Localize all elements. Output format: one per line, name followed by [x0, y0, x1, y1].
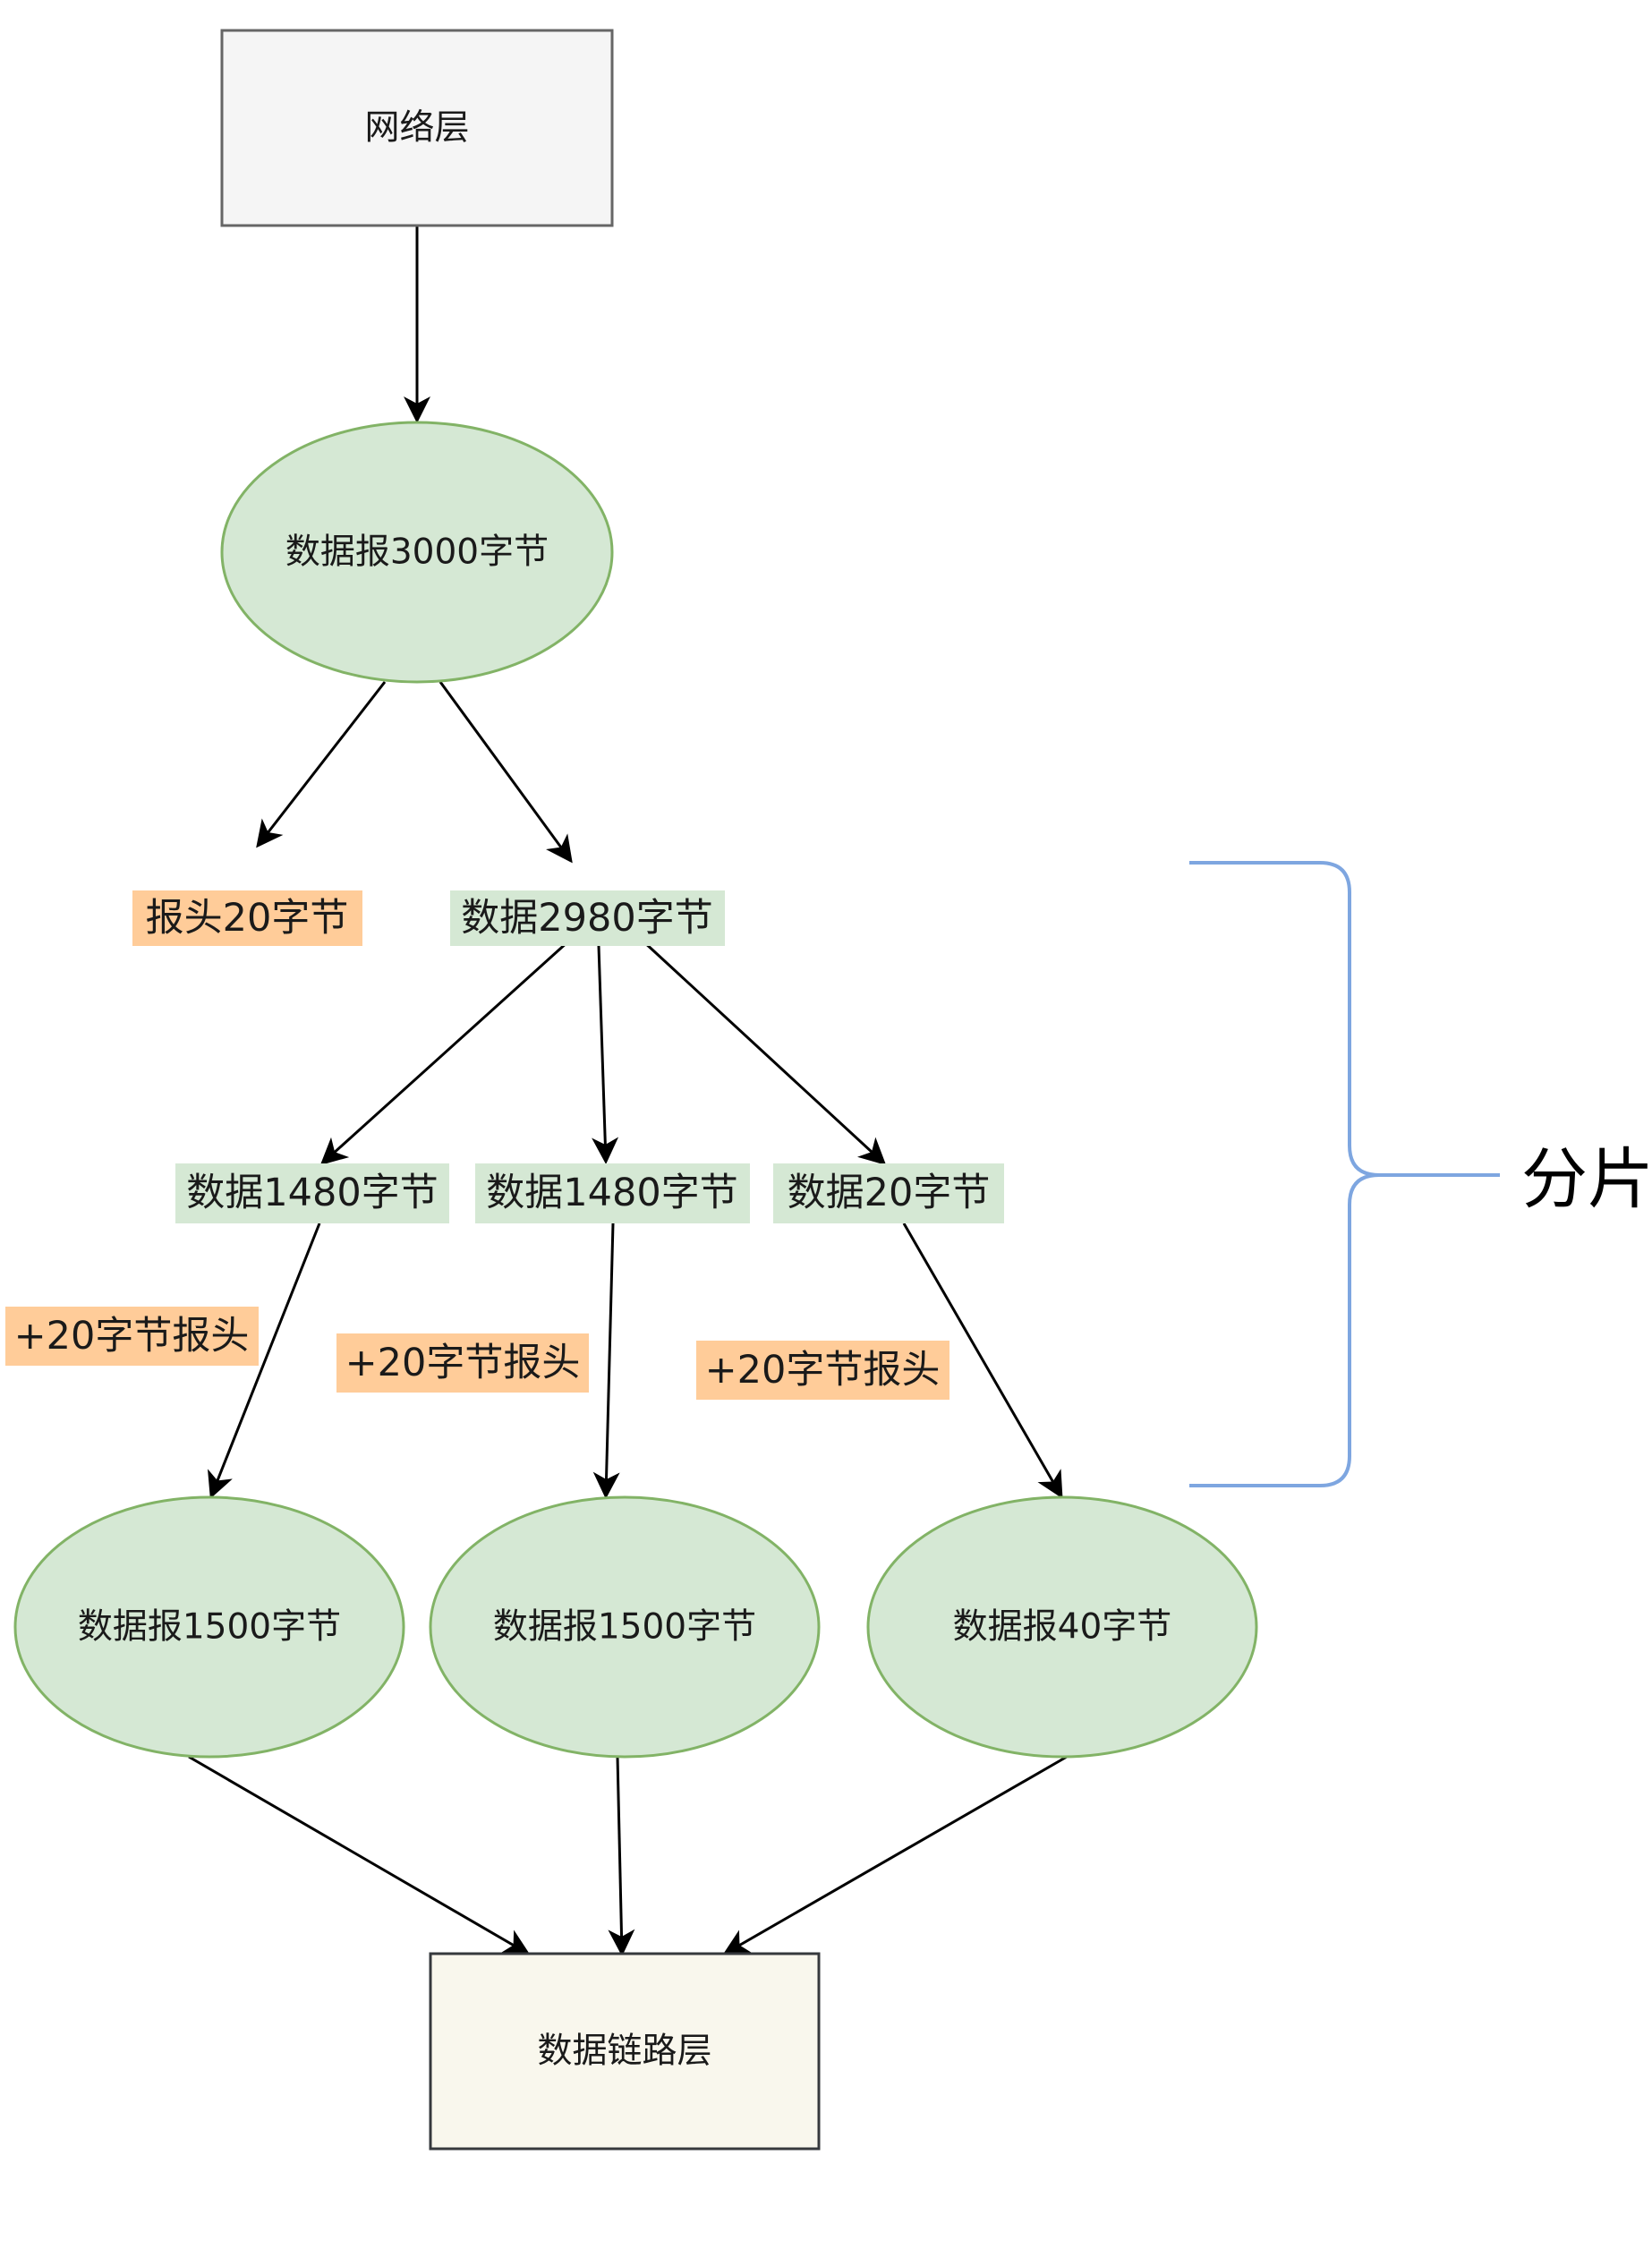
datagram-1500-b-label: 数据报1500字节: [493, 1607, 756, 1648]
datagram-40-node: 数据报40字节: [866, 1495, 1258, 1759]
edge-datagram40-to-datalink: [722, 1755, 1068, 1955]
edge-data20-to-datagram40: [902, 1222, 1063, 1499]
fragmentation-label: 分片: [1521, 1141, 1652, 1218]
add-header-b-label: +20字节报头: [345, 1341, 581, 1385]
edge-data1480a-to-datagram1500a: [208, 1222, 321, 1499]
add-header-c-label: +20字节报头: [705, 1348, 941, 1393]
edge-datagram-to-data2980: [439, 681, 573, 864]
add-header-b-node: +20字节报头: [336, 1333, 589, 1393]
header-20-node: 报头20字节: [132, 890, 362, 946]
datalink-layer-node: 数据链路层: [429, 1952, 821, 2151]
datagram-3000-node: 数据报3000字节: [220, 421, 614, 684]
edge-data2980-to-data1480b: [592, 945, 619, 1164]
data-20-node: 数据20字节: [773, 1163, 1004, 1223]
data-2980-node: 数据2980字节: [450, 890, 725, 946]
data-1480-a-node: 数据1480字节: [175, 1163, 449, 1223]
datalink-layer-label: 数据链路层: [537, 2032, 711, 2072]
datagram-1500-b-node: 数据报1500字节: [429, 1495, 821, 1759]
datagram-1500-a-node: 数据报1500字节: [13, 1495, 405, 1759]
edge-data2980-to-data1480a: [319, 940, 570, 1166]
edge-datagram1500a-to-datalink: [188, 1755, 531, 1955]
add-header-a-node: +20字节报头: [5, 1307, 259, 1366]
fragmentation-brace: [1189, 861, 1500, 1487]
edge-datagram-to-header: [256, 681, 387, 848]
data-1480-a-label: 数据1480字节: [186, 1171, 438, 1215]
network-layer-label: 网络层: [364, 108, 469, 149]
datagram-3000-label: 数据报3000字节: [285, 532, 549, 573]
add-header-c-node: +20字节报头: [696, 1341, 949, 1400]
add-header-a-label: +20字节报头: [14, 1314, 250, 1359]
edge-datagram1500b-to-datalink: [608, 1756, 635, 1956]
network-layer-node: 网络层: [220, 29, 614, 227]
edges: [188, 226, 1068, 1956]
datagram-40-label: 数据报40字节: [953, 1607, 1172, 1648]
data-1480-b-label: 数据1480字节: [486, 1171, 737, 1215]
data-20-label: 数据20字节: [788, 1171, 991, 1215]
edge-data1480b-to-datagram1500b: [592, 1222, 620, 1499]
data-1480-b-node: 数据1480字节: [475, 1163, 750, 1223]
edge-data2980-to-data20: [642, 940, 887, 1166]
data-2980-label: 数据2980字节: [461, 896, 712, 941]
datagram-1500-a-label: 数据报1500字节: [78, 1607, 341, 1648]
header-20-label: 报头20字节: [146, 896, 349, 941]
